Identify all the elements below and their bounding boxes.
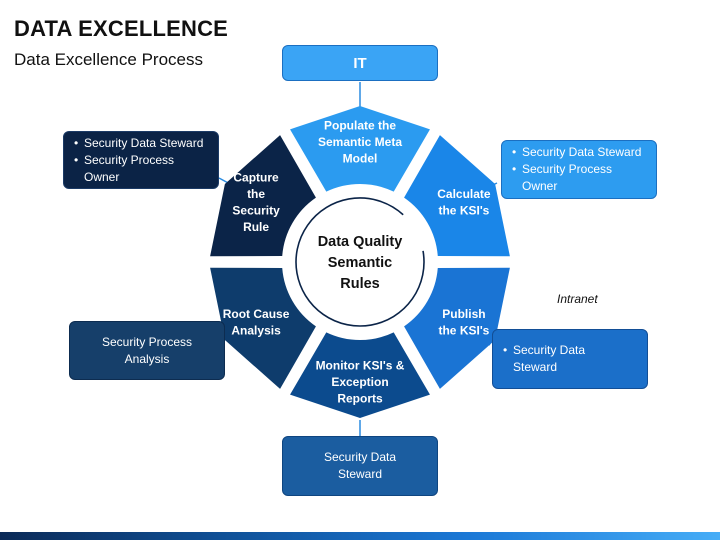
center-label-line: Data Quality (318, 234, 403, 250)
segment-monitor-ksis (290, 332, 430, 418)
segment-label-line: Monitor KSI's & (316, 359, 405, 373)
it-box: IT (282, 45, 438, 81)
top-left-role-list: Security Data Steward Security Process O… (74, 135, 208, 186)
segment-label-line: Security (232, 203, 280, 217)
top-left-role-box: Security Data Steward Security Process O… (63, 131, 219, 189)
top-right-role-list: Security Data Steward Security Process O… (512, 144, 646, 195)
segment-publish-ksis (404, 267, 510, 389)
page-title: DATA EXCELLENCE (14, 16, 229, 41)
segment-label-line: Rule (243, 220, 269, 234)
segment-publish-ksis-label: Publish the KSI's (438, 307, 489, 338)
it-label: IT (353, 54, 367, 72)
segment-label-line: Publish (442, 307, 485, 321)
list-item: Security Process Owner (74, 152, 208, 186)
mid-right-role-box: Security Data Steward (492, 329, 648, 389)
center-label-line: Rules (340, 276, 380, 292)
center-ring (295, 197, 425, 327)
center-label-line: Semantic (328, 255, 392, 271)
mid-left-role-box: Security Process Analysis (69, 321, 225, 380)
segment-label-line: Semantic Meta (318, 135, 402, 149)
segment-label-line: Reports (337, 392, 383, 406)
center-circle (286, 188, 434, 336)
segment-calculate-ksis-label: Calculate the KSI's (437, 187, 491, 218)
segment-label-line: Calculate (437, 187, 491, 201)
mid-right-role-list: Security Data Steward (503, 342, 613, 376)
segment-root-cause (210, 267, 316, 389)
list-item: Security Data Steward (503, 342, 613, 376)
intranet-annotation: Intranet (557, 292, 598, 306)
top-right-role-box: Security Data Steward Security Process O… (501, 140, 657, 199)
list-item: Security Process Owner (512, 161, 646, 195)
segment-label-line: Populate the (324, 119, 396, 133)
page-subtitle: Data Excellence Process (14, 50, 203, 69)
bottom-label: Security Data Steward (323, 450, 397, 481)
segment-populate-model (290, 106, 430, 192)
segment-label-line: Root Cause (223, 307, 290, 321)
segment-label-line: Exception (331, 375, 388, 389)
list-item: Security Data Steward (74, 135, 208, 152)
footer-gradient-bar (0, 532, 720, 540)
segment-label-line: the KSI's (438, 323, 489, 337)
list-item: Security Data Steward (512, 144, 646, 161)
segment-label-line: the (247, 187, 265, 201)
mid-left-label: Security Process Analysis (101, 334, 193, 366)
segment-label-line: Capture (233, 170, 279, 184)
segment-capture-rule (210, 135, 316, 257)
segment-label-line: the KSI's (438, 203, 489, 217)
segment-calculate-ksis (404, 135, 510, 257)
bottom-role-box: Security Data Steward (282, 436, 438, 496)
segment-label-line: Model (343, 152, 378, 166)
segment-label-line: Analysis (231, 323, 281, 337)
